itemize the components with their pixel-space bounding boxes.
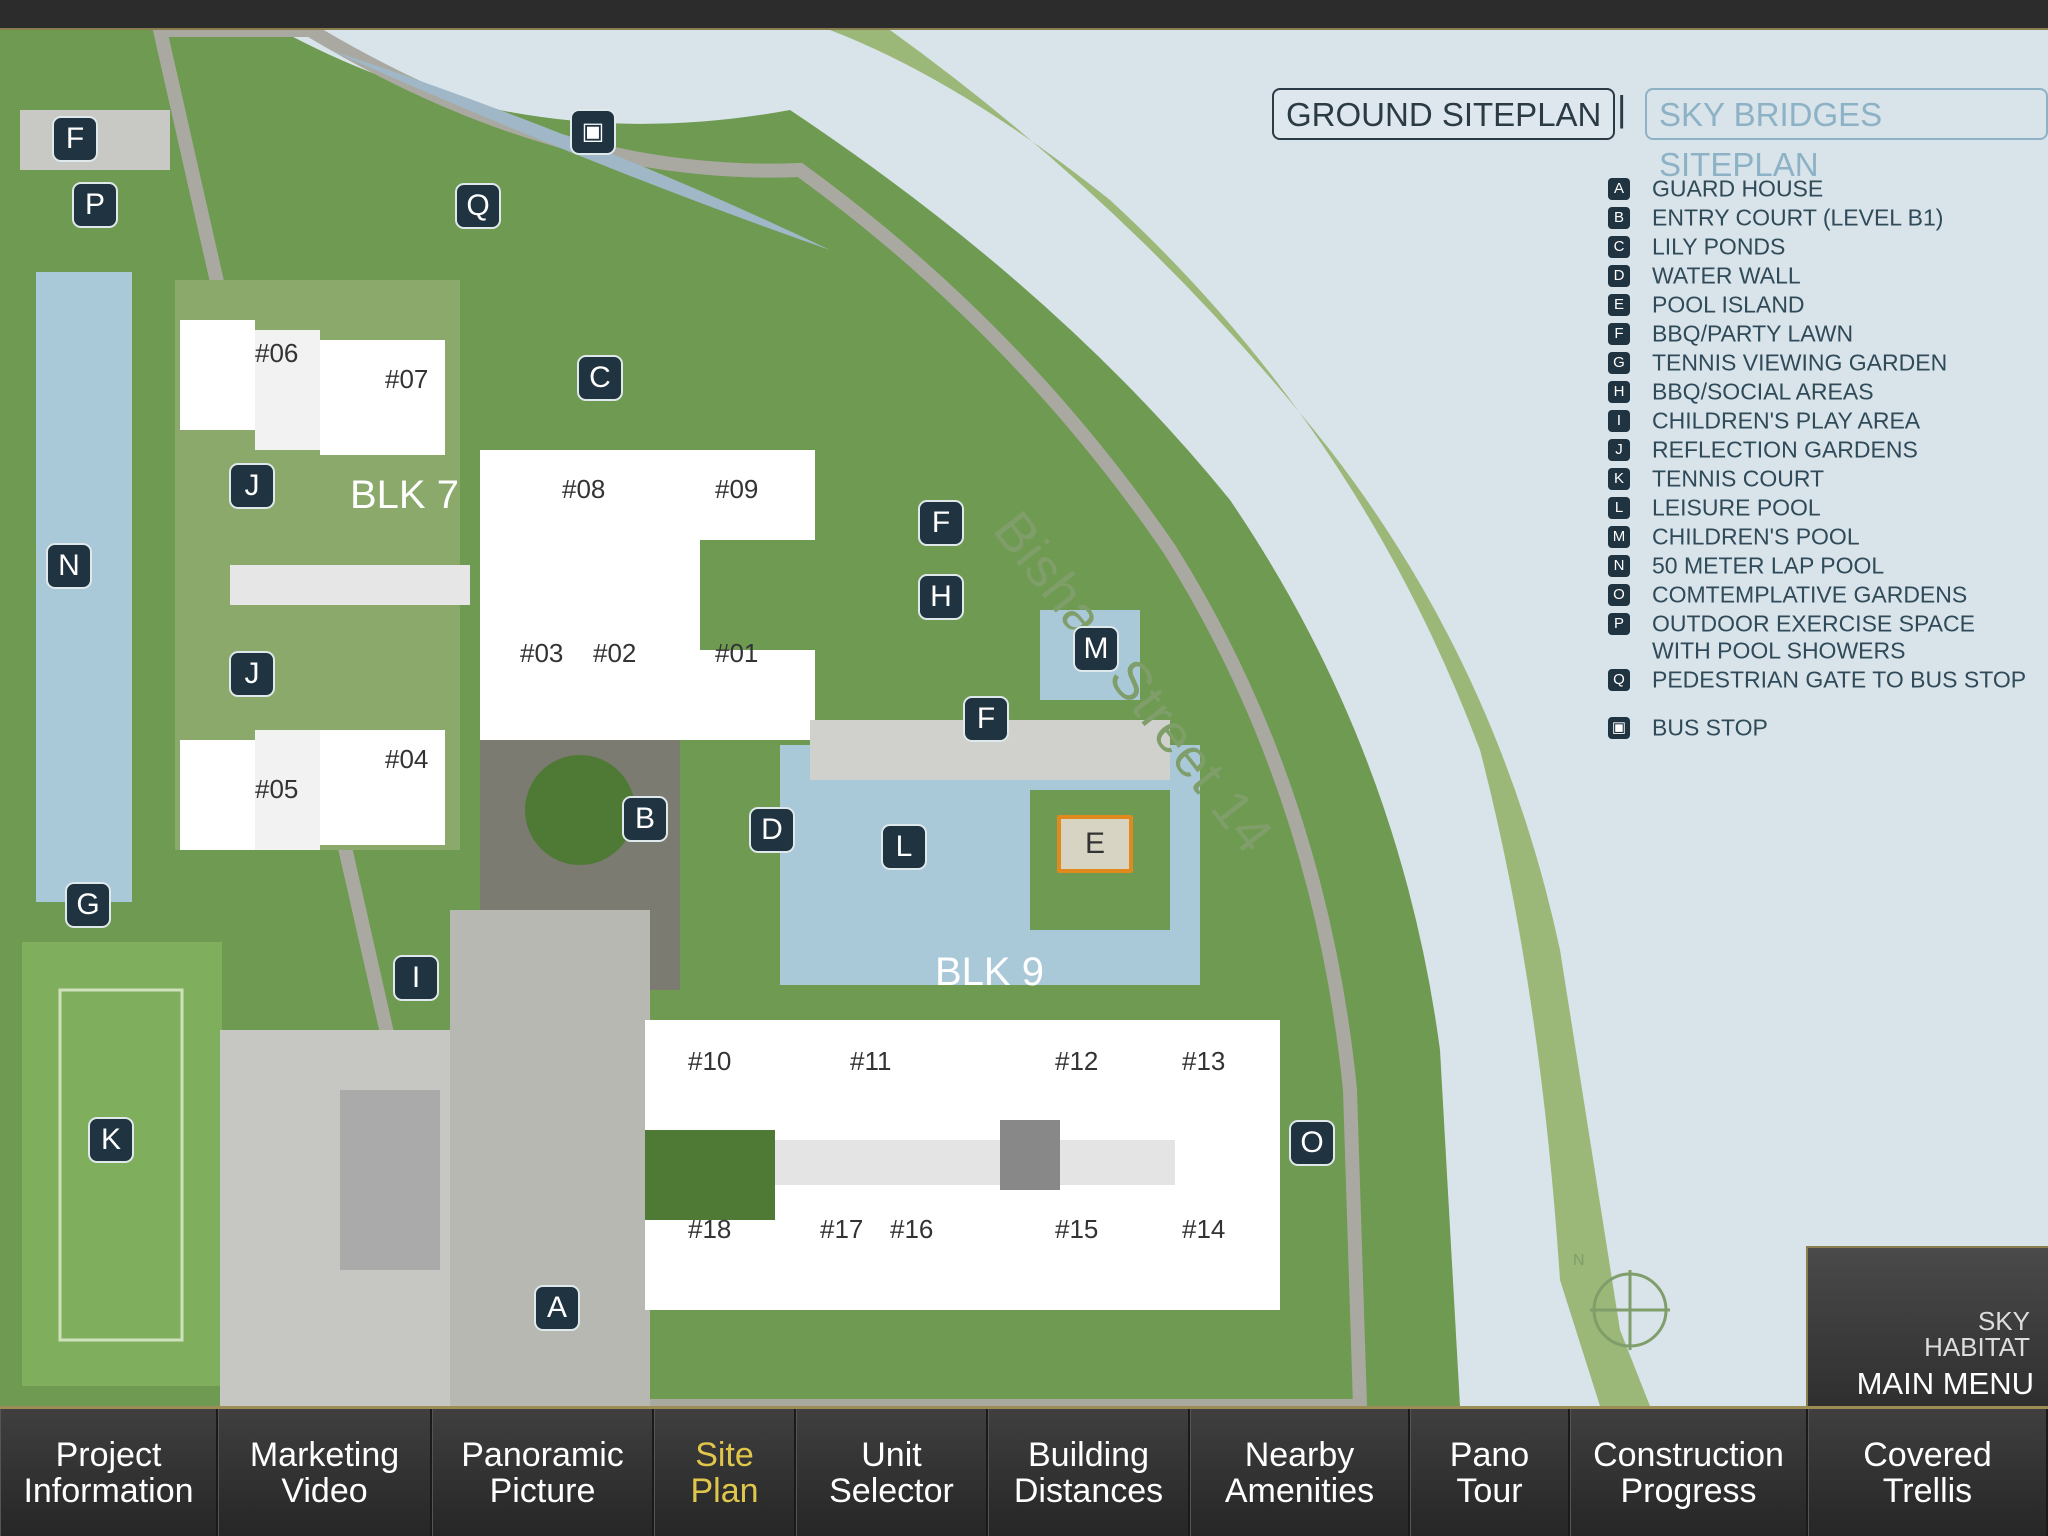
site-plan-map: GROUND SITEPLAN | SKY BRIDGES SITEPLAN B… [0,30,2048,1406]
unit-label[interactable]: #01 [715,638,759,668]
sky-bridges-siteplan-button[interactable]: SKY BRIDGES SITEPLAN [1645,88,2048,183]
marker-a-guard-house[interactable]: A [534,1285,580,1331]
tab-nearby-amenities[interactable]: Nearby Amenities [1190,1409,1410,1536]
marker-m-childrens-pool[interactable]: M [1073,626,1119,672]
marker-k-tennis-court[interactable]: K [88,1117,134,1163]
unit-label[interactable]: #07 [385,364,429,394]
unit-label[interactable]: #06 [255,338,299,368]
marker-f-bbq-lawn[interactable]: F [918,500,964,546]
unit-label[interactable]: #16 [890,1214,934,1244]
marker-j-reflection-gardens[interactable]: J [229,463,275,509]
marker-h-bbq-social[interactable]: H [918,574,964,620]
unit-label[interactable]: #08 [562,474,606,504]
marker-f-bbq-lawn[interactable]: F [52,116,98,162]
marker-g-tennis-viewing[interactable]: G [65,882,111,928]
unit-label[interactable]: #10 [688,1046,732,1076]
tab-project-information[interactable]: Project Information [0,1409,218,1536]
unit-label[interactable]: #03 [520,638,564,668]
marker-d-water-wall[interactable]: D [749,807,795,853]
marker-q-pedestrian-gate[interactable]: Q [455,183,501,229]
marker-f-bbq-lawn[interactable]: F [963,696,1009,742]
marker-i-play-area[interactable]: I [393,955,439,1001]
legend-item: WITH POOL SHOWERS [1652,637,1906,664]
unit-label[interactable]: #11 [850,1046,892,1076]
marker-o-contemplative-gardens[interactable]: O [1289,1120,1335,1166]
main-menu-label: MAIN MENU [1856,1366,2034,1401]
marker-c-lily-ponds[interactable]: C [577,355,623,401]
marker-p-exercise[interactable]: P [72,182,118,228]
tab-unit-selector[interactable]: Unit Selector [796,1409,988,1536]
unit-label[interactable]: #15 [1055,1214,1099,1244]
unit-label[interactable]: #18 [688,1214,732,1244]
unit-label[interactable]: #09 [715,474,759,504]
nav-divider [0,1406,2048,1409]
tab-building-distances[interactable]: Building Distances [988,1409,1190,1536]
bus-stop-icon[interactable]: ▣ [570,109,616,155]
bus-stop-icon: ▣ [1608,716,1630,739]
siteplan-separator: | [1617,88,1627,129]
marker-e-pool-island-selected[interactable]: E [1057,815,1133,873]
unit-label[interactable]: #17 [820,1214,864,1244]
unit-label[interactable]: #12 [1055,1046,1099,1076]
tab-marketing-video[interactable]: Marketing Video [218,1409,432,1536]
unit-label[interactable]: #14 [1182,1214,1226,1244]
top-bar [0,0,2048,30]
unit-label[interactable]: #04 [385,744,429,774]
site-plan-drawing [0,30,2048,1406]
compass-label: N [1573,1252,1585,1269]
marker-b-entry-court[interactable]: B [622,796,668,842]
tab-construction-progress[interactable]: Construction Progress [1570,1409,1808,1536]
unit-label[interactable]: #02 [593,638,637,668]
unit-label[interactable]: #05 [255,774,299,804]
tab-covered-trellis[interactable]: Covered Trellis [1808,1409,2048,1536]
marker-j-reflection-gardens[interactable]: J [229,651,275,697]
legend-item: ▣BUS STOP [1608,713,1768,741]
block-9-label: BLK 9 [935,950,1044,994]
marker-n-lap-pool[interactable]: N [46,543,92,589]
tab-panoramic-picture[interactable]: Panoramic Picture [432,1409,654,1536]
tab-site-plan[interactable]: Site Plan [654,1409,796,1536]
tab-pano-tour[interactable]: Pano Tour [1410,1409,1570,1536]
marker-l-leisure-pool[interactable]: L [881,824,927,870]
ground-siteplan-button[interactable]: GROUND SITEPLAN [1272,88,1616,140]
block-7-label: BLK 7 [350,473,459,517]
unit-label[interactable]: #13 [1182,1046,1226,1076]
